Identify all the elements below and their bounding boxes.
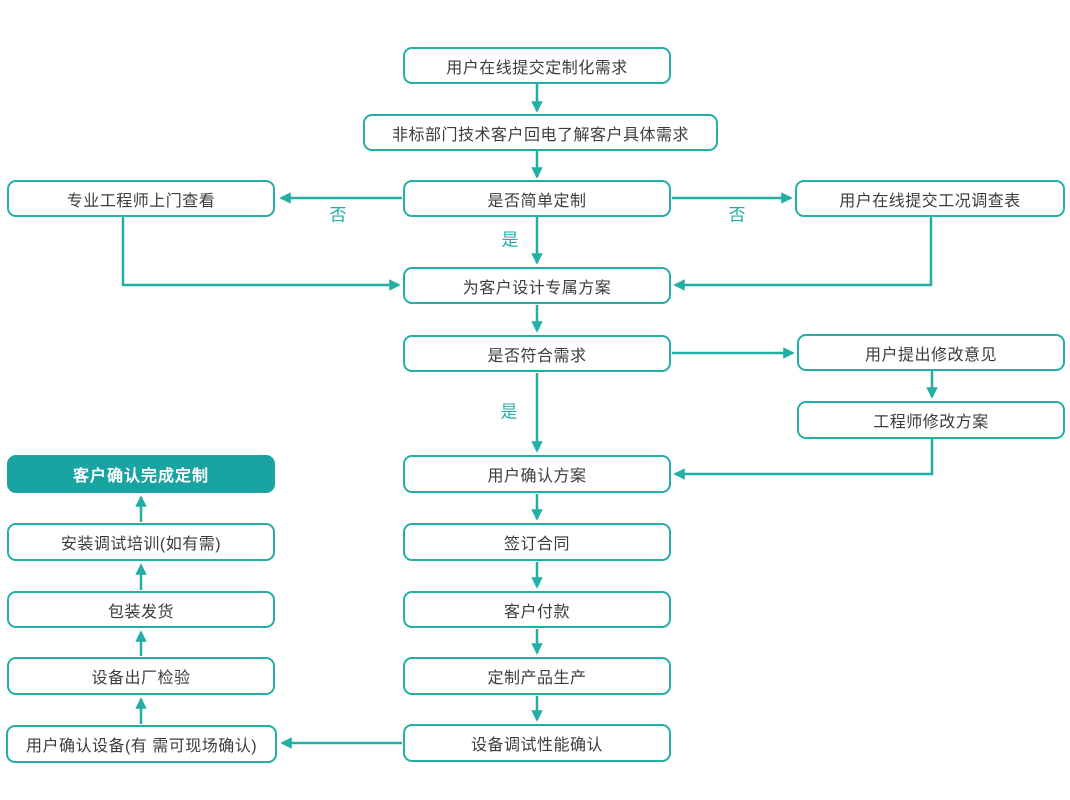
node-engineer-visit: 专业工程师上门查看 [7, 180, 275, 217]
edge-label-yes-bottom: 是 [500, 402, 518, 422]
node-survey-form: 用户在线提交工况调查表 [795, 180, 1065, 217]
node-submit-request: 用户在线提交定制化需求 [403, 47, 671, 84]
node-install-training: 安装调试培训(如有需) [7, 523, 275, 561]
node-feedback: 用户提出修改意见 [797, 334, 1065, 371]
node-user-confirm-device: 用户确认设备(有 需可现场确认) [6, 725, 277, 763]
node-factory-inspection: 设备出厂检验 [7, 657, 275, 695]
node-confirm-plan: 用户确认方案 [403, 455, 671, 493]
node-callback: 非标部门技术客户回电了解客户具体需求 [363, 114, 718, 151]
node-payment: 客户付款 [403, 591, 671, 628]
connector-visit-to-design [121, 217, 401, 291]
edge-label-yes-top: 是 [501, 230, 519, 250]
node-revise-plan: 工程师修改方案 [797, 401, 1065, 439]
node-production: 定制产品生产 [403, 657, 671, 695]
node-simple-custom: 是否简单定制 [403, 180, 671, 217]
node-meets-needs: 是否符合需求 [403, 335, 671, 372]
node-sign-contract: 签订合同 [403, 523, 671, 561]
node-debug-confirm: 设备调试性能确认 [403, 724, 671, 762]
edge-label-no-left: 否 [329, 205, 347, 225]
connector-revise-to-confirm [673, 439, 934, 480]
node-complete: 客户确认完成定制 [7, 455, 275, 493]
node-packing-shipping: 包装发货 [7, 591, 275, 628]
edge-label-no-right: 否 [728, 205, 746, 225]
connector-survey-to-design [673, 217, 933, 291]
node-design-plan: 为客户设计专属方案 [403, 267, 671, 304]
